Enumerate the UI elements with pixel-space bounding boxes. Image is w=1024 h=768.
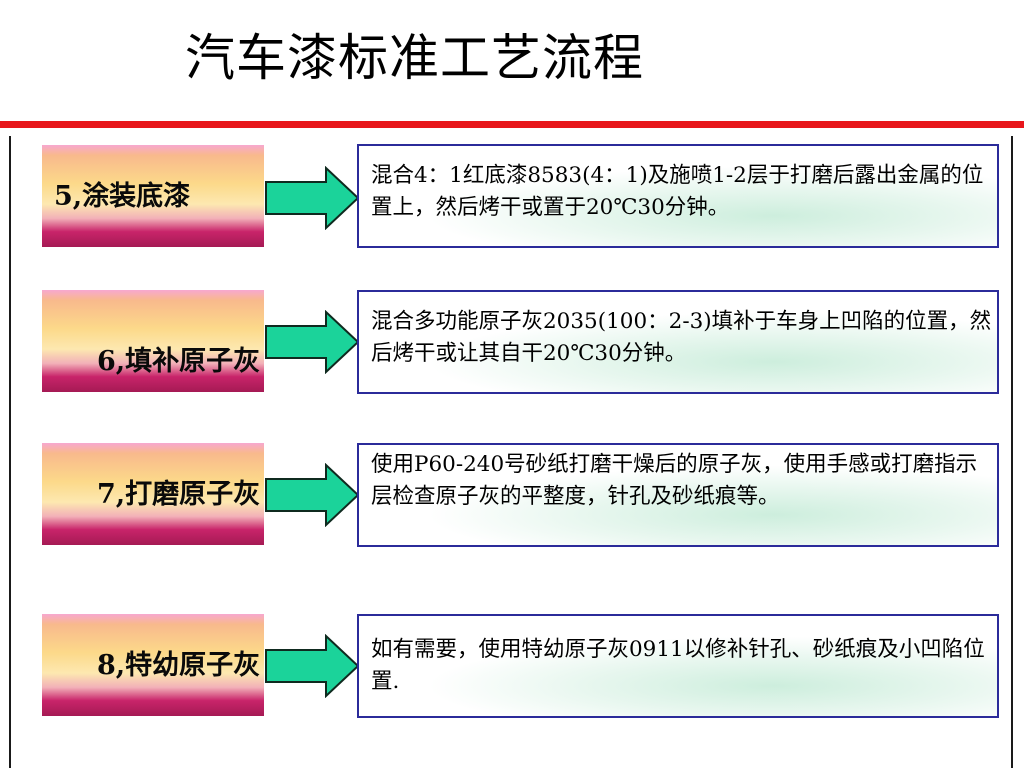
step-label: 5,涂装底漆 — [54, 180, 191, 212]
step-8-description: 如有需要，使用特幼原子灰0911以修补针孔、砂纸痕及小凹陷位置. — [357, 614, 999, 718]
step-5-label-box: 5,涂装底漆 — [42, 145, 264, 247]
step-7-label-box: 7,打磨原子灰 — [42, 443, 264, 545]
step-label: 8,特幼原子灰 — [97, 649, 261, 681]
arrow-right-icon — [265, 166, 360, 230]
title-divider — [0, 121, 1024, 128]
page-title: 汽车漆标准工艺流程 — [185, 29, 644, 87]
arrow-right-icon — [265, 634, 360, 698]
step-6-label-box: 6,填补原子灰 — [42, 290, 264, 392]
content-frame — [9, 136, 1013, 768]
step-6-description: 混合多功能原子灰2035(100：2-3)填补于车身上凹陷的位置，然后烤干或让其… — [357, 290, 999, 394]
step-5-description: 混合4：1红底漆8583(4：1)及施喷1-2层于打磨后露出金属的位置上，然后烤… — [357, 144, 999, 248]
step-label: 7,打磨原子灰 — [97, 478, 261, 510]
step-label: 6,填补原子灰 — [97, 345, 261, 377]
arrow-right-icon — [265, 463, 360, 527]
step-8-label-box: 8,特幼原子灰 — [42, 614, 264, 716]
arrow-right-icon — [265, 310, 360, 374]
step-7-description: 使用P60-240号砂纸打磨干燥后的原子灰，使用手感或打磨指示层检查原子灰的平整… — [357, 443, 999, 547]
